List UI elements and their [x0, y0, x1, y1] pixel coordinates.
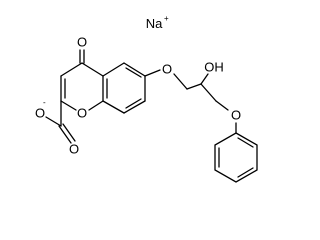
structure-canvas: Na + O O O OH O O - O	[34, 14, 258, 183]
carboxylate-charge: -	[43, 98, 46, 107]
ketone-oxygen-label: O	[77, 34, 87, 49]
bond-c8-c8a-inner	[125, 98, 142, 109]
phenyl-inner-1	[237, 137, 254, 148]
bond-o-ch2	[173, 73, 188, 90]
carbonyl-oxygen-label: O	[69, 141, 79, 156]
atom-labels: Na + O O O OH O O - O	[35, 14, 241, 156]
bond-c4a-c4	[81, 62, 104, 77]
bond-o1-c8a	[88, 100, 104, 111]
bond-c2-o1	[60, 100, 77, 111]
hydroxyl-label: OH	[204, 59, 224, 74]
bond-cooh-o-b	[62, 123, 76, 142]
chemical-structure-diagram: Na + O O O OH O O - O	[35, 14, 258, 183]
carboxylate-oxygen-label: O	[35, 105, 45, 120]
bond-c8a-c4a	[102, 100, 125, 114]
bond-ch2b-o	[215, 100, 229, 111]
counter-ion-charge: +	[164, 14, 169, 23]
bond-ch-ch2b	[200, 83, 217, 102]
bond-cooh-o-a	[58, 125, 72, 144]
bond-c6-c7-inner	[125, 67, 142, 78]
bond-ch-oh	[200, 73, 209, 85]
bond-cooh-o-minus	[45, 116, 62, 127]
bond-c8-c8a	[123, 100, 146, 114]
ether-oxygen-2-label: O	[231, 107, 241, 122]
phenyl-ring	[214, 132, 258, 183]
bond-c6-c7	[123, 62, 146, 77]
ring-oxygen-label: O	[77, 105, 87, 120]
bond-c5-c6	[102, 62, 125, 77]
bond-c7-o	[144, 69, 161, 77]
phenyl-inner-2	[237, 167, 254, 178]
ether-oxygen-1-label: O	[162, 61, 172, 76]
bond-c4-c3	[60, 62, 83, 77]
counter-ion-label: Na	[146, 16, 163, 31]
bond-ch2-ch	[186, 83, 202, 90]
bonds	[45, 49, 258, 183]
